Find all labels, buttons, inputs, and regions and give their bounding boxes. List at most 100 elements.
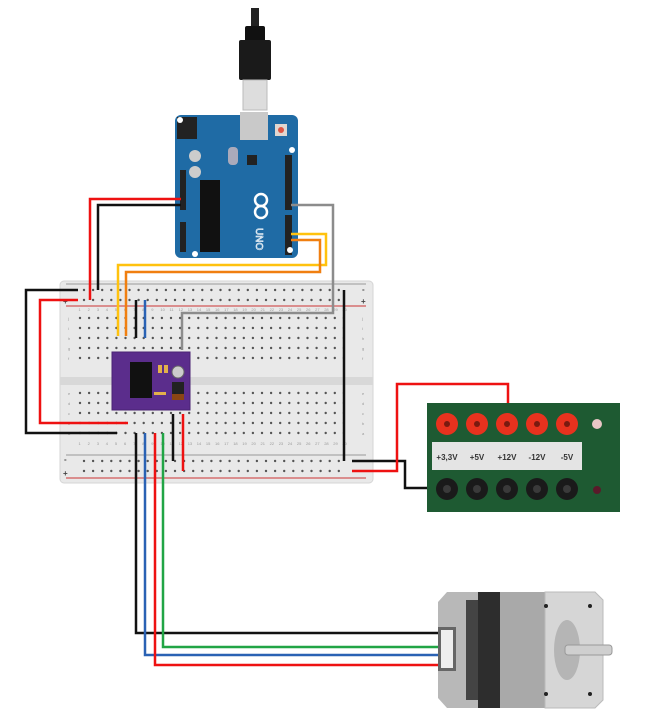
breadboard-hole[interactable] [215,421,218,425]
rail-hole[interactable] [128,288,131,292]
breadboard-hole[interactable] [197,411,200,415]
rail-hole[interactable] [219,459,222,463]
rail-hole[interactable] [164,288,168,292]
wire-motor-green[interactable] [161,433,440,649]
breadboard-hole[interactable] [169,421,173,425]
breadboard-hole[interactable] [188,316,191,320]
rail-hole[interactable] [110,298,113,302]
breadboard-hole[interactable] [269,336,273,340]
breadboard-hole[interactable] [324,421,327,425]
wire-gray[interactable] [180,203,335,350]
rail-hole[interactable] [82,459,86,463]
breadboard-hole[interactable] [288,346,291,350]
breadboard-hole[interactable] [242,431,245,435]
breadboard-hole[interactable] [206,391,209,395]
breadboard-hole[interactable] [233,401,236,405]
breadboard-hole[interactable] [324,391,327,395]
rail-hole[interactable] [219,298,222,302]
breadboard-hole[interactable] [306,356,309,360]
breadboard-hole[interactable] [251,346,255,350]
rail-hole[interactable] [283,459,286,463]
rail-hole[interactable] [210,298,213,302]
rail-hole[interactable] [164,469,168,473]
rail-hole[interactable] [328,459,331,463]
rail-hole[interactable] [82,288,86,292]
rail-hole[interactable] [237,459,240,463]
breadboard-hole[interactable] [251,411,255,415]
rail-hole[interactable] [246,288,249,292]
breadboard-hole[interactable] [106,391,109,395]
breadboard-hole[interactable] [188,421,191,425]
rail-hole[interactable] [273,298,277,302]
wire-motor-red[interactable] [153,433,440,667]
breadboard-hole[interactable] [78,356,82,360]
rail-hole[interactable] [246,459,249,463]
rail-hole[interactable] [192,288,195,292]
breadboard-hole[interactable] [169,326,173,330]
rail-hole[interactable] [119,288,122,292]
rail-hole[interactable] [310,459,313,463]
rail-hole[interactable] [192,459,195,463]
breadboard-hole[interactable] [279,356,282,360]
rail-hole[interactable] [173,459,177,463]
rail-hole[interactable] [246,298,249,302]
breadboard-hole[interactable] [97,326,100,330]
breadboard-hole[interactable] [279,316,282,320]
rail-hole[interactable] [182,298,186,302]
breadboard-hole[interactable] [197,356,200,360]
breadboard-hole[interactable] [288,411,291,415]
breadboard-hole[interactable] [324,326,327,330]
rail-hole[interactable] [91,298,95,302]
breadboard-hole[interactable] [151,431,154,435]
breadboard-hole[interactable] [242,391,245,395]
breadboard-hole[interactable] [297,411,300,415]
breadboard-hole[interactable] [324,401,327,405]
breadboard-hole[interactable] [233,421,236,425]
breadboard-hole[interactable] [315,421,318,425]
wire-black-left[interactable] [24,288,117,435]
rail-hole[interactable] [110,469,113,473]
rail-hole[interactable] [301,459,304,463]
breadboard-hole[interactable] [206,346,209,350]
breadboard-hole[interactable] [306,326,309,330]
rail-hole[interactable] [337,298,340,302]
breadboard-hole[interactable] [151,336,154,340]
breadboard-hole[interactable] [178,336,182,340]
breadboard-hole[interactable] [269,401,273,405]
breadboard-hole[interactable] [297,326,300,330]
rail-hole[interactable] [164,298,168,302]
breadboard-hole[interactable] [188,431,191,435]
rail-hole[interactable] [337,469,340,473]
breadboard-hole[interactable] [188,346,191,350]
breadboard-hole[interactable] [169,336,173,340]
breadboard-hole[interactable] [297,391,300,395]
breadboard-hole[interactable] [224,316,227,320]
rail-hole[interactable] [273,288,277,292]
breadboard-hole[interactable] [206,431,209,435]
rail-hole[interactable] [210,469,213,473]
rail-hole[interactable] [273,459,277,463]
rail-hole[interactable] [201,288,204,292]
rail-hole[interactable] [182,288,186,292]
breadboard-hole[interactable] [169,431,173,435]
breadboard-hole[interactable] [333,336,336,340]
breadboard-hole[interactable] [242,421,245,425]
breadboard-hole[interactable] [315,326,318,330]
breadboard-hole[interactable] [151,346,154,350]
breadboard-hole[interactable] [279,326,282,330]
breadboard-hole[interactable] [269,316,273,320]
breadboard-hole[interactable] [315,431,318,435]
breadboard-hole[interactable] [269,391,273,395]
wire-yellow[interactable] [116,232,328,336]
breadboard-hole[interactable] [224,391,227,395]
rail-hole[interactable] [173,298,177,302]
breadboard-hole[interactable] [242,356,245,360]
breadboard-hole[interactable] [260,336,264,340]
rail-hole[interactable] [310,288,313,292]
breadboard-hole[interactable] [142,346,145,350]
breadboard-hole[interactable] [151,421,154,425]
breadboard-hole[interactable] [297,356,300,360]
rail-hole[interactable] [264,298,268,302]
breadboard-hole[interactable] [97,356,100,360]
breadboard-hole[interactable] [188,411,191,415]
